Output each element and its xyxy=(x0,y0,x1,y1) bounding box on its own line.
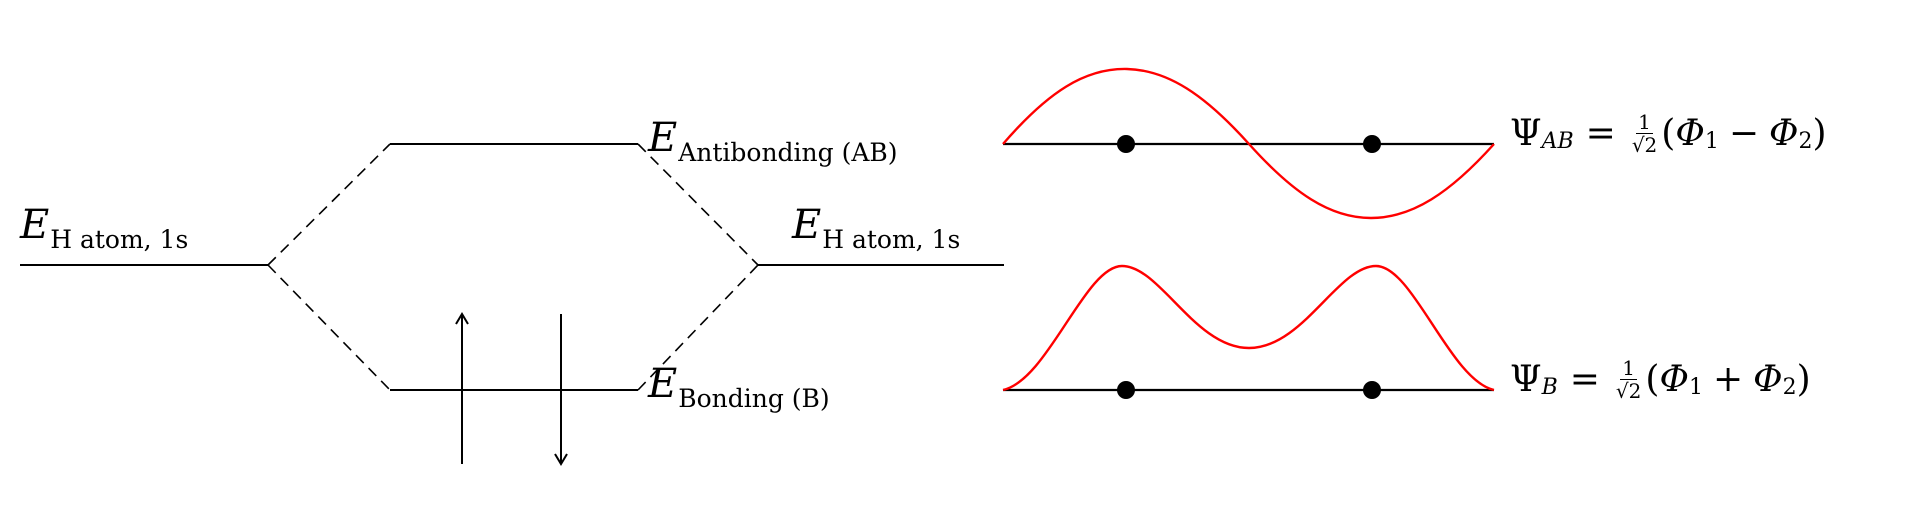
fraction-denominator: √2 xyxy=(1631,133,1658,157)
h-atom-right-label: EH atom, 1s xyxy=(792,202,960,254)
energy-subscript: H atom, 1s xyxy=(50,225,189,254)
energy-symbol: E xyxy=(792,202,822,248)
bonding-wave-curve xyxy=(1002,264,1495,392)
normalization-fraction: 1√2 xyxy=(1616,358,1641,402)
energy-subscript: Antibonding (AB) xyxy=(678,138,898,167)
close-paren: ) xyxy=(1796,359,1811,400)
operator-sign: + xyxy=(1712,359,1744,400)
phi-2-subscript: 2 xyxy=(1782,375,1797,400)
psi-subscript: B xyxy=(1541,375,1558,400)
phi-1-symbol: Φ xyxy=(1659,359,1689,400)
open-paren: ( xyxy=(1645,359,1660,400)
phi-2-symbol: Φ xyxy=(1753,359,1783,400)
antibonding-wave-curve xyxy=(1002,67,1495,220)
fraction-numerator: 1 xyxy=(1620,356,1638,380)
energy-symbol: E xyxy=(20,202,50,248)
psi-symbol: Ψ xyxy=(1510,113,1542,154)
nucleus-2-bonding xyxy=(1363,381,1381,399)
spin-down-electron-arrow xyxy=(554,314,568,466)
phi-1-symbol: Φ xyxy=(1675,113,1705,154)
phi-1-subscript: 1 xyxy=(1704,129,1719,154)
psi-subscript: AB xyxy=(1541,129,1574,154)
open-paren: ( xyxy=(1661,113,1676,154)
h-atom-left-label: EH atom, 1s xyxy=(20,202,188,254)
correlation-line-left-b xyxy=(267,264,391,391)
bonding-label: EBonding (B) xyxy=(648,361,830,413)
spin-up-electron-arrow xyxy=(455,312,469,464)
psi-symbol: Ψ xyxy=(1510,359,1542,400)
operator-sign: − xyxy=(1728,113,1760,154)
phi-1-subscript: 1 xyxy=(1688,375,1703,400)
nucleus-2-antibonding xyxy=(1363,135,1381,153)
phi-2-symbol: Φ xyxy=(1769,113,1799,154)
energy-symbol: E xyxy=(648,361,678,407)
energy-symbol: E xyxy=(648,115,678,161)
energy-subscript: H atom, 1s xyxy=(822,225,961,254)
nucleus-1-antibonding xyxy=(1117,135,1135,153)
equals-sign: = xyxy=(1585,113,1616,154)
close-paren: ) xyxy=(1812,113,1827,154)
correlation-line-right-b xyxy=(637,264,759,391)
correlation-line-left-ab xyxy=(267,143,391,266)
normalization-fraction: 1√2 xyxy=(1632,112,1657,156)
energy-subscript: Bonding (B) xyxy=(678,384,830,413)
nucleus-1-bonding xyxy=(1117,381,1135,399)
antibonding-label: EAntibonding (AB) xyxy=(648,115,898,167)
fraction-denominator: √2 xyxy=(1615,379,1642,403)
phi-2-subscript: 2 xyxy=(1798,129,1813,154)
correlation-line-right-ab xyxy=(637,143,759,266)
equals-sign: = xyxy=(1569,359,1600,400)
fraction-numerator: 1 xyxy=(1636,110,1653,134)
